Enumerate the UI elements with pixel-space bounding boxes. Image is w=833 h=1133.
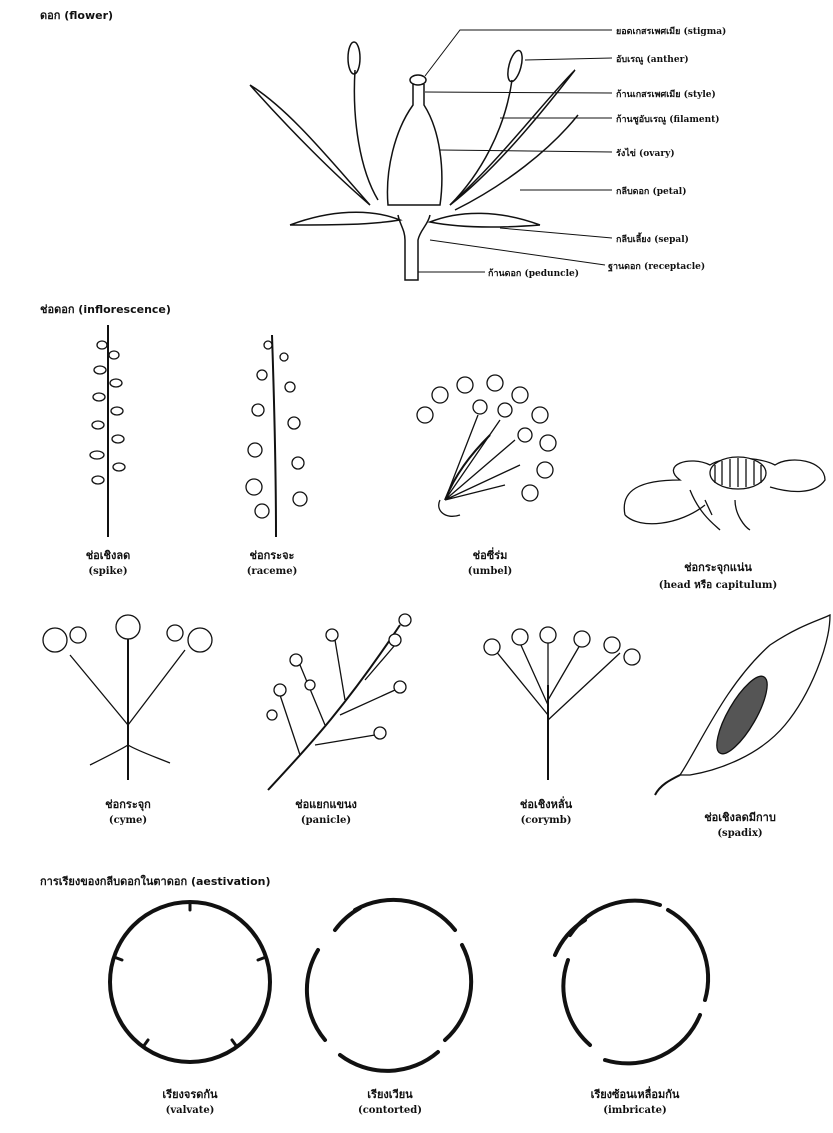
caption-cyme: ช่อกระจุก (cyme) xyxy=(105,795,151,826)
callout-ovary: รังไข่ (ovary) xyxy=(616,146,675,160)
caption-contorted: เรียงเวียน (contorted) xyxy=(358,1085,422,1116)
inflorescence-drawings-row1 xyxy=(0,315,833,555)
valvate-icon xyxy=(110,902,270,1062)
anther-left-icon xyxy=(348,42,360,74)
cyme-icon xyxy=(43,615,212,780)
aestivation-drawings xyxy=(0,890,833,1090)
caption-spike: ช่อเชิงลด (spike) xyxy=(86,546,131,577)
spike-icon xyxy=(90,325,125,537)
callout-receptacle: ฐานดอก (receptacle) xyxy=(608,259,705,273)
callout-peduncle: ก้านดอก (peduncle) xyxy=(488,266,579,280)
callout-style: ก้านเกสรเพศเมีย (style) xyxy=(616,87,716,101)
caption-panicle: ช่อแยกแขนง (panicle) xyxy=(295,795,357,826)
ovary-icon xyxy=(387,84,441,205)
filament-right xyxy=(450,80,512,205)
anther-right-icon xyxy=(505,49,525,83)
contorted-icon xyxy=(307,900,471,1071)
caption-capitulum: ช่อกระจุกแน่น (head หรือ capitulum) xyxy=(659,558,777,593)
panicle-icon xyxy=(267,614,411,790)
filament-left xyxy=(354,70,378,200)
aestivation-section-title: การเรียงของกลีบดอกในตาดอก (aestivation) xyxy=(40,872,271,890)
sepal-right xyxy=(430,213,540,227)
callout-sepal: กลีบเลี้ยง (sepal) xyxy=(616,232,689,246)
corymb-icon xyxy=(484,627,640,780)
caption-spadix: ช่อเชิงลดมีกาบ (spadix) xyxy=(704,808,776,839)
callout-petal: กลีบดอก (petal) xyxy=(616,184,686,198)
capitulum-icon xyxy=(624,457,825,530)
peduncle-icon xyxy=(398,215,430,280)
caption-imbricate: เรียงซ้อนเหลื่อมกัน (imbricate) xyxy=(591,1085,680,1116)
petal-left xyxy=(250,85,370,205)
callout-filament: ก้านชูอับเรณู (filament) xyxy=(616,112,720,126)
callout-anther: อับเรณู (anther) xyxy=(616,52,689,66)
caption-raceme: ช่อกระจะ (raceme) xyxy=(247,546,298,577)
callout-stigma: ยอดเกสรเพศเมีย (stigma) xyxy=(616,24,726,38)
caption-umbel: ช่อซี่ร่ม (umbel) xyxy=(468,546,512,577)
imbricate-icon xyxy=(555,901,708,1064)
petal-right xyxy=(450,70,575,205)
petal-right-2 xyxy=(455,115,578,210)
caption-valvate: เรียงจรดกัน (valvate) xyxy=(162,1085,217,1116)
umbel-icon xyxy=(417,375,556,516)
caption-corymb: ช่อเชิงหลั่น (corymb) xyxy=(520,795,572,826)
raceme-icon xyxy=(246,335,307,537)
spadix-icon xyxy=(655,615,830,795)
stigma-icon xyxy=(410,75,426,85)
sepal-left xyxy=(290,212,400,225)
inflorescence-drawings-row2 xyxy=(0,605,833,805)
flower-diagram xyxy=(0,0,833,300)
